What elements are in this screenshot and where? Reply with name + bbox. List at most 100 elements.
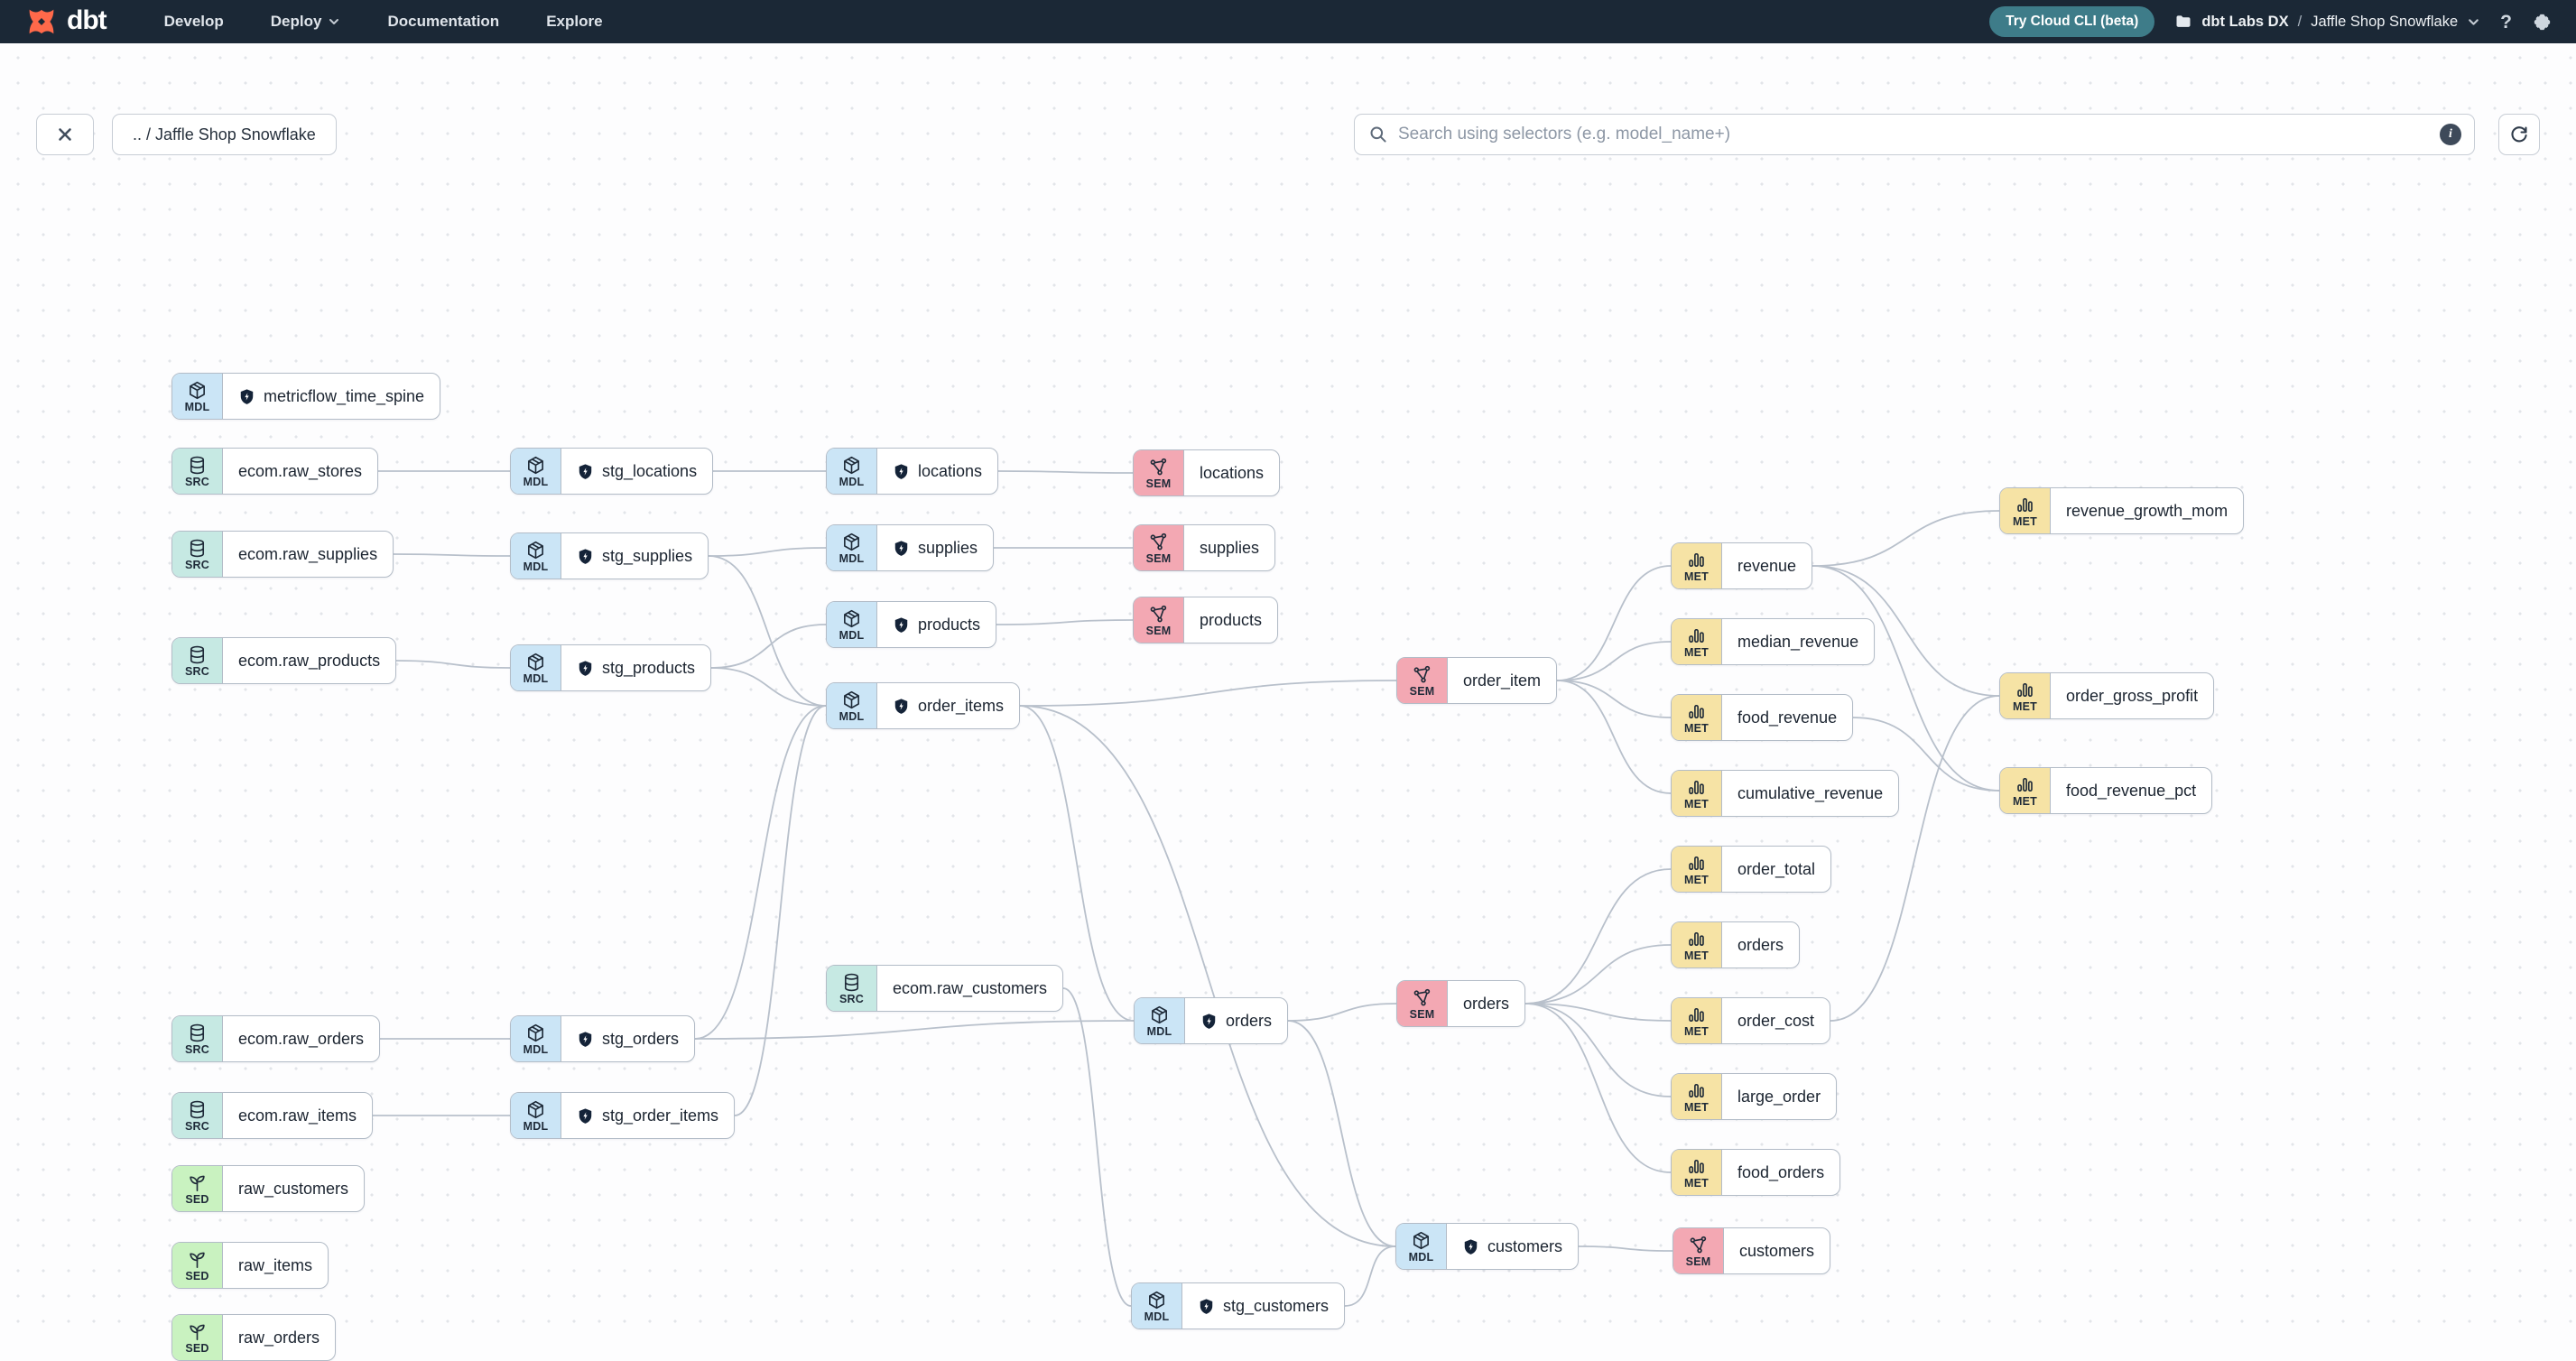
nav-deploy[interactable]: Deploy	[271, 13, 341, 31]
semantic-model-chip: SEM	[1134, 450, 1184, 495]
brand-name: dbt	[67, 5, 107, 35]
semantic-model-chip: SEM	[1397, 658, 1448, 703]
refresh-icon	[2508, 124, 2530, 145]
metric-chip: MET	[1672, 1074, 1722, 1119]
cube-icon	[841, 690, 862, 710]
graph-node-src_raw_items[interactable]: SRC ecom.raw_items	[171, 1092, 374, 1139]
nav-explore[interactable]: Explore	[546, 13, 603, 30]
project-name[interactable]: Jaffle Shop Snowflake	[2311, 13, 2459, 30]
cube-chip: MDL	[511, 1016, 561, 1061]
cube-chip: MDL	[1135, 998, 1185, 1043]
database-chip: SRC	[172, 1093, 223, 1138]
database-icon	[187, 1099, 208, 1120]
search-input[interactable]	[1398, 125, 2431, 144]
database-chip: SRC	[172, 532, 223, 577]
metric-icon	[1686, 1005, 1707, 1025]
dbt-logo[interactable]: dbt	[23, 4, 107, 40]
refresh-button[interactable]	[2498, 114, 2540, 155]
database-icon	[187, 644, 208, 665]
nav-develop[interactable]: Develop	[163, 13, 224, 30]
nav-documentation[interactable]: Documentation	[387, 13, 500, 30]
semantic-model-icon	[1148, 532, 1169, 552]
metric-icon	[1686, 853, 1707, 874]
info-icon[interactable]: i	[2440, 124, 2461, 145]
cube-chip: MDL	[511, 1093, 561, 1138]
metric-icon	[1686, 550, 1707, 570]
settings-gear-icon[interactable]	[2532, 12, 2553, 32]
try-cloud-cli-button[interactable]: Try Cloud CLI (beta)	[1989, 6, 2155, 37]
main-nav: Develop Deploy Documentation Explore	[164, 13, 603, 31]
canvas-breadcrumb[interactable]: .. / Jaffle Shop Snowflake	[112, 114, 337, 155]
metric-icon	[2015, 774, 2035, 795]
seedling-chip: SED	[172, 1315, 223, 1360]
close-lineage-button[interactable]	[36, 114, 94, 155]
chevron-down-icon[interactable]	[2467, 15, 2480, 29]
node-label: raw_customers	[238, 1179, 349, 1198]
project-breadcrumb: dbt Labs DX / Jaffle Shop Snowflake	[2174, 13, 2480, 31]
cube-chip: MDL	[511, 645, 561, 690]
metric-icon	[1686, 701, 1707, 722]
metric-chip: MET	[1672, 998, 1722, 1043]
chevron-down-icon	[328, 15, 340, 28]
node-label: stg_order_items	[561, 1093, 734, 1138]
database-chip: SRC	[172, 449, 223, 494]
metric-icon	[1686, 625, 1707, 646]
shield-icon	[238, 388, 255, 405]
cube-chip: MDL	[827, 525, 877, 570]
selector-search[interactable]: i	[1354, 114, 2475, 155]
help-icon[interactable]: ?	[2500, 11, 2512, 32]
node-label: orders	[1737, 935, 1784, 954]
metric-icon	[1686, 777, 1707, 798]
semantic-model-chip: SEM	[1134, 525, 1184, 570]
metric-icon	[1686, 929, 1707, 949]
account-name[interactable]: dbt Labs DX	[2201, 13, 2289, 30]
node-label: locations	[877, 449, 997, 494]
node-label: stg_products	[561, 645, 710, 690]
cube-chip: MDL	[172, 374, 223, 419]
node-label: stg_locations	[561, 449, 712, 494]
shield-icon	[577, 1031, 594, 1048]
search-icon	[1367, 124, 1389, 145]
node-label: ecom.raw_items	[238, 1106, 357, 1125]
